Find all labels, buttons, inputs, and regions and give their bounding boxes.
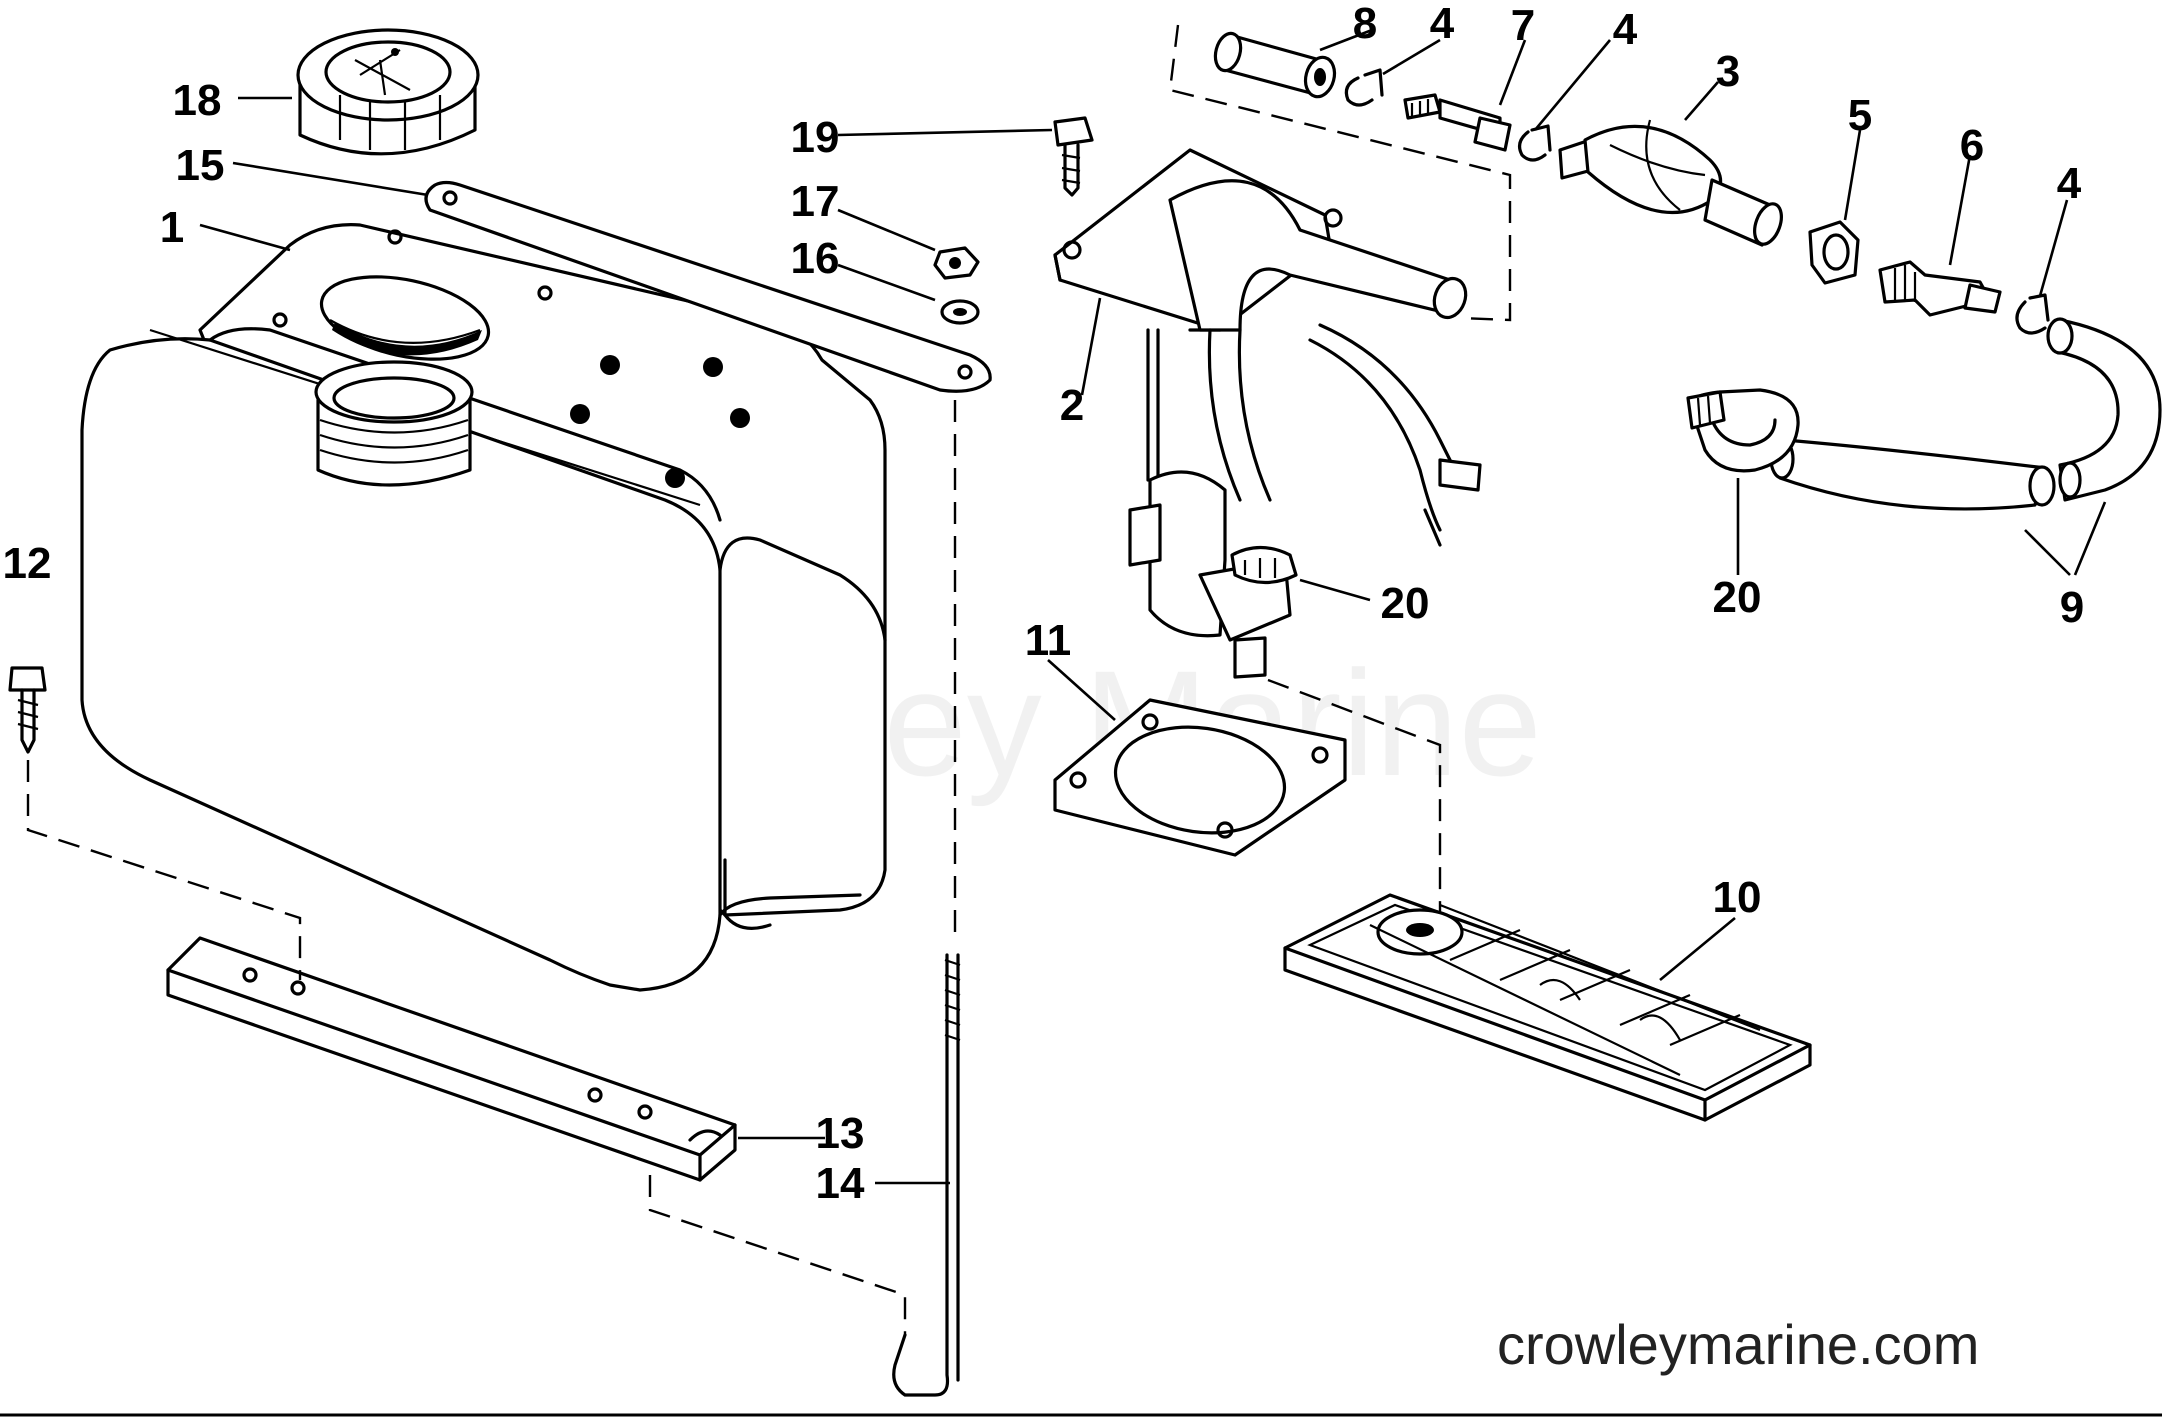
part-18-fuel-cap	[296, 28, 480, 156]
part-5-nut	[1808, 220, 1860, 285]
callout-20-pickup: 20	[1381, 579, 1430, 628]
site-url: crowleymarine.com	[1497, 1313, 1979, 1376]
part-1-fuel-tank	[80, 223, 887, 992]
part-13-bracket	[166, 936, 737, 1182]
callout-2: 2	[1060, 381, 1084, 430]
part-19-bolt	[1053, 116, 1094, 197]
part-20-clamp-hose	[1686, 388, 1800, 473]
callout-13: 13	[816, 1109, 865, 1158]
callout-labels: 1 18 15 12 19 17 16 2 20 11 10 13 14 8 4…	[3, 0, 2085, 1208]
callout-19: 19	[791, 113, 840, 162]
callout-11: 11	[1025, 616, 1072, 665]
callout-17: 17	[791, 177, 840, 226]
part-6-check-valve	[1878, 260, 2002, 317]
callout-8: 8	[1353, 0, 1377, 48]
callout-7: 7	[1511, 1, 1535, 50]
callout-1: 1	[160, 203, 184, 252]
callout-4-b: 4	[1613, 5, 1638, 54]
callout-18: 18	[173, 76, 222, 125]
part-8-sleeve	[1213, 31, 1337, 99]
part-4-clamp-b	[1517, 124, 1552, 162]
leader-lines	[199, 28, 2107, 1185]
part-20-clamp-pickup	[1230, 545, 1298, 585]
callout-14: 14	[816, 1159, 865, 1208]
part-15-hold-down-strap	[424, 180, 992, 393]
callout-15: 15	[176, 141, 225, 190]
part-7-connector	[1403, 93, 1512, 152]
part-16-washer	[940, 299, 980, 325]
part-12-screw	[8, 666, 47, 754]
callout-9: 9	[2060, 583, 2084, 632]
callout-4-a: 4	[1430, 0, 1455, 48]
part-2-fuel-pickup	[1053, 148, 1482, 679]
callout-4-c: 4	[2057, 159, 2082, 208]
callout-12: 12	[3, 539, 52, 588]
callout-16: 16	[791, 234, 840, 283]
part-4-clamp-a	[1344, 68, 1384, 107]
part-3-primer-bulb	[1558, 119, 1783, 247]
assembly-lines	[26, 24, 1512, 1335]
callout-5: 5	[1848, 91, 1872, 140]
part-17-nut	[933, 246, 980, 280]
part-4-clamp-c	[2015, 293, 2050, 335]
part-10-filter-screen	[1283, 893, 1812, 1122]
callout-3: 3	[1716, 47, 1740, 96]
part-14-j-bolt	[892, 953, 961, 1397]
callout-6: 6	[1960, 121, 1984, 170]
part-11-gasket	[1053, 698, 1347, 857]
callout-20-hose: 20	[1713, 573, 1762, 622]
part-9-hose	[1769, 317, 2162, 511]
callout-10: 10	[1713, 873, 1762, 922]
